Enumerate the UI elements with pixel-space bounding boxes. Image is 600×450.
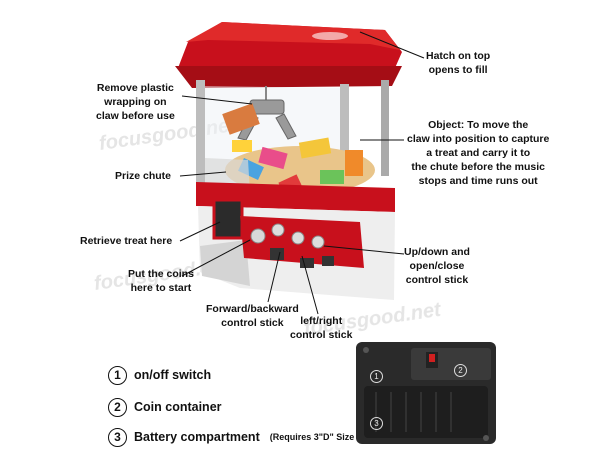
legend-label-1: on/off switch bbox=[134, 368, 212, 382]
callout-coins: Put the coins here to start bbox=[128, 267, 194, 295]
callout-updown-line-3: control stick bbox=[405, 274, 469, 286]
callout-object: Object: To move the claw into position t… bbox=[407, 118, 549, 188]
legend-number-1: 1 bbox=[108, 365, 127, 385]
legend-item-on-off: 1 on/off switch bbox=[108, 364, 211, 386]
legend-item-battery: 3 Battery compartment (Requires 3"D" Siz… bbox=[108, 426, 398, 448]
callout-retrieve: Retrieve treat here bbox=[80, 235, 173, 247]
underside-mark-1: 1 bbox=[370, 370, 383, 383]
callout-forward-line-2: control stick bbox=[221, 317, 284, 329]
legend-note-3: (Requires 3"D" Size Batterizs) bbox=[269, 432, 398, 442]
underside-mark-2: 2 bbox=[454, 364, 467, 377]
callout-hatch-line-2: opens to fill bbox=[428, 64, 488, 76]
legend-number-2: 2 bbox=[108, 397, 127, 417]
machine-roof bbox=[175, 22, 402, 88]
callout-updown-line-1: Up/down and bbox=[404, 246, 470, 258]
callout-forward-line-1: Forward/backward bbox=[206, 303, 299, 315]
candy-pile bbox=[222, 103, 375, 194]
callout-object-line-4: the chute before the music bbox=[411, 161, 545, 173]
callout-coins-line-2: here to start bbox=[130, 282, 192, 294]
legend-item-coin-container: 2 Coin container bbox=[108, 396, 222, 418]
callout-object-line-1: Object: To move the bbox=[428, 119, 529, 131]
callout-hatch-line-1: Hatch on top bbox=[426, 50, 491, 62]
callout-object-line-3: a treat and carry it to bbox=[426, 147, 531, 159]
legend-label-3: Battery compartment bbox=[134, 430, 260, 444]
callout-leftright-line-1: left/right bbox=[300, 315, 343, 327]
callout-object-line-5: stops and time runs out bbox=[418, 175, 538, 187]
underside-details bbox=[363, 347, 491, 441]
callout-hatch: Hatch on top opens to fill bbox=[426, 49, 490, 77]
callout-remove-wrapping-line-3: claw before use bbox=[96, 110, 175, 122]
callout-object-line-2: claw into position to capture bbox=[407, 133, 550, 145]
callout-leftright: left/right control stick bbox=[290, 314, 352, 342]
callout-prize-chute: Prize chute bbox=[115, 170, 172, 182]
callout-remove-wrapping-line-2: wrapping on bbox=[104, 96, 167, 108]
machine-underside-photo: 1 2 3 bbox=[356, 342, 496, 444]
legend-label-2: Coin container bbox=[134, 400, 222, 414]
callout-remove-wrapping: Remove plastic wrapping on claw before u… bbox=[96, 81, 175, 123]
callout-updown-line-2: open/close bbox=[409, 260, 465, 272]
callout-updown: Up/down and open/close control stick bbox=[404, 245, 470, 287]
underside-mark-3: 3 bbox=[370, 417, 383, 430]
callout-remove-wrapping-line-1: Remove plastic bbox=[96, 82, 174, 94]
callout-forward: Forward/backward control stick bbox=[206, 302, 299, 330]
legend-number-3: 3 bbox=[108, 427, 127, 447]
callout-coins-line-1: Put the coins bbox=[128, 268, 194, 280]
callout-leftright-line-2: control stick bbox=[290, 329, 353, 341]
